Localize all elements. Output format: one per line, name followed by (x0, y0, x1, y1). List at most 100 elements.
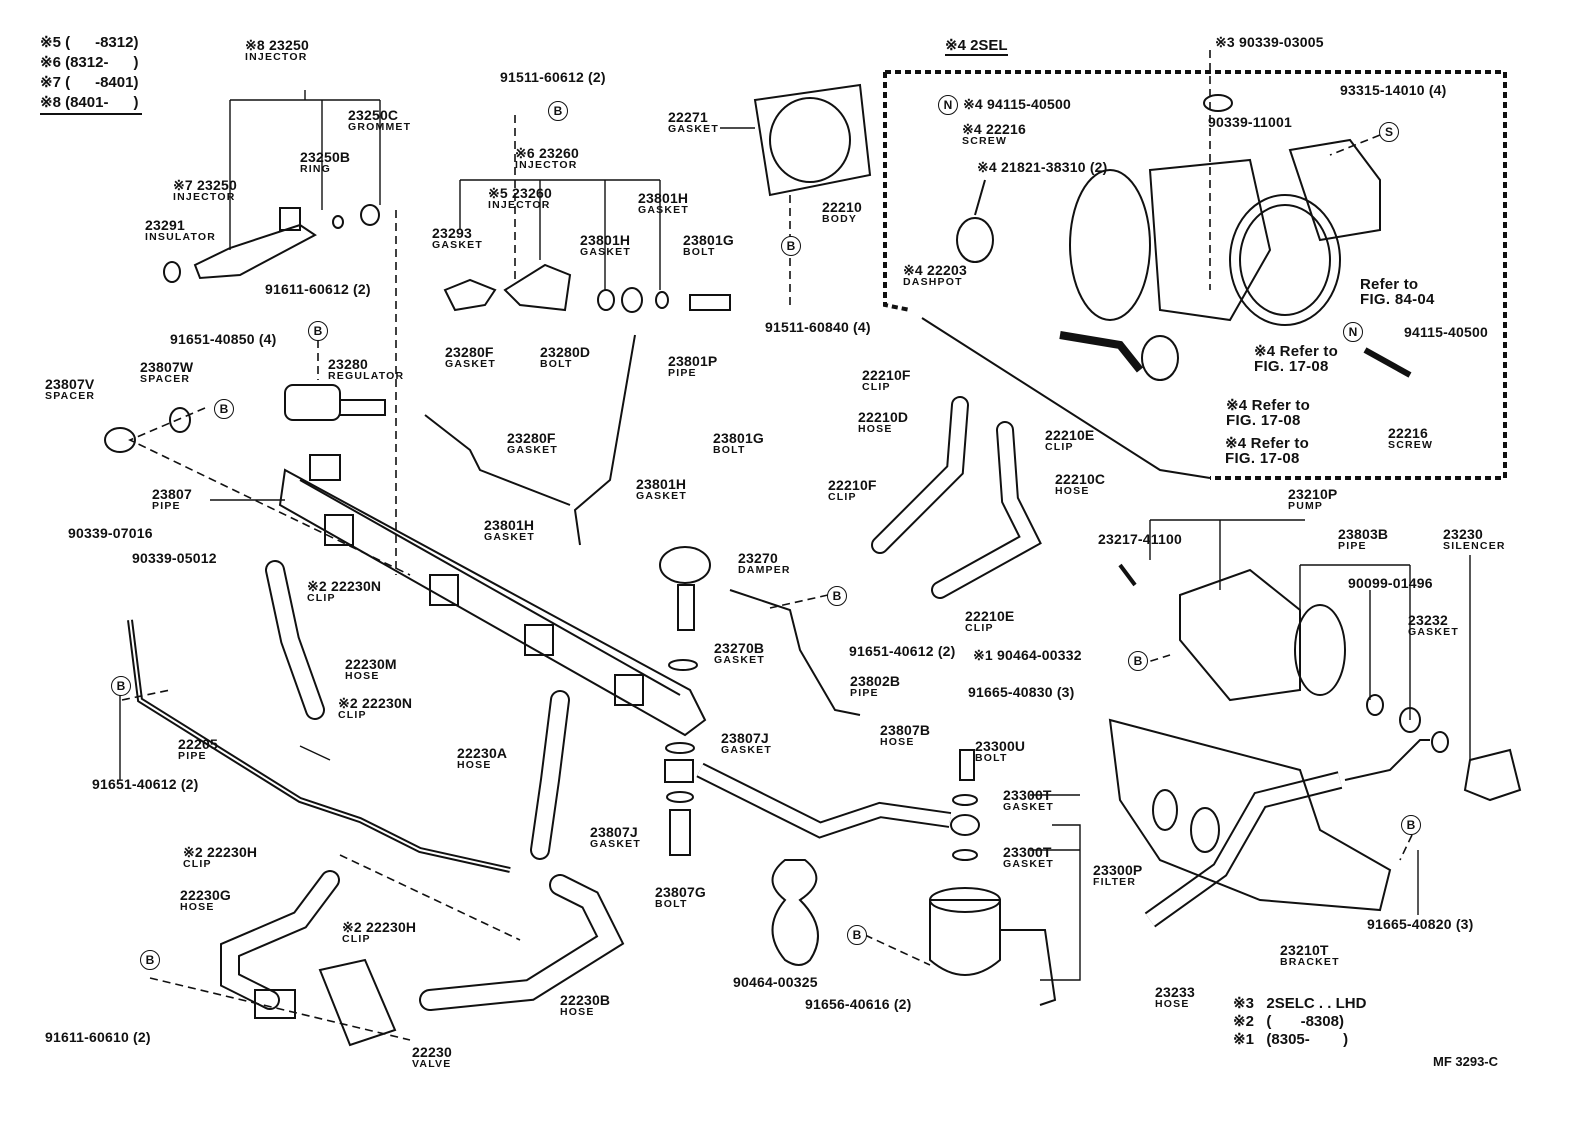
part-name: SCREW (1388, 439, 1434, 451)
legend-line: ※8 (8401- ) (40, 94, 139, 111)
bolt-marker-icon: B (308, 321, 328, 341)
part-callout: ※4 21821-38310 (2) (977, 160, 1108, 174)
part-name: SPACER (140, 373, 191, 385)
part-name: HOSE (560, 1006, 595, 1018)
part-name: INJECTOR (488, 199, 551, 211)
part-number: ※2 22230H (342, 919, 417, 935)
part-callout: 91511-60612 (2) (500, 70, 606, 84)
part-number: ※4 Refer to (1254, 343, 1338, 360)
part-name: DAMPER (738, 564, 791, 576)
part-number: ※8 23250 (245, 37, 309, 53)
part-callout: ※4 94115-40500 (963, 97, 1071, 111)
pressure-regulator (104, 384, 386, 453)
part-number: ※4 94115-40500 (963, 96, 1071, 112)
part-number: 22210F (828, 477, 877, 493)
part-callout: 23217-41100 (1098, 532, 1182, 546)
part-name: INJECTOR (245, 51, 308, 63)
part-name: GASKET (1003, 858, 1054, 870)
part-name: PUMP (1288, 500, 1324, 512)
gasket-22271 (753, 83, 872, 197)
part-name: PIPE (1338, 540, 1367, 552)
part-number: 22210E (1045, 427, 1095, 443)
part-number: 23801G (683, 232, 735, 248)
part-number: 91651-40612 (2) (92, 776, 199, 792)
part-name: FIG. 84-04 (1360, 291, 1435, 308)
part-number: 23801H (484, 517, 535, 533)
part-name: HOSE (1155, 998, 1190, 1010)
part-number: 23280F (445, 344, 494, 360)
screw-marker-icon: S (1379, 122, 1399, 142)
nut-marker-icon: N (1343, 322, 1363, 342)
part-name: CLIP (342, 933, 371, 945)
part-name: HOSE (457, 759, 492, 771)
part-callout: 90339-07016 (68, 526, 153, 540)
footnotes: ※3 2SELC . . LHD ※2 ( -8308) ※1 (8305- ) (1233, 995, 1366, 1049)
part-number: 23280F (507, 430, 556, 446)
part-callout: 91665-40820 (3) (1367, 917, 1474, 931)
part-number: 23803B (1338, 526, 1389, 542)
part-number: 23807G (655, 884, 707, 900)
part-name: PIPE (152, 500, 181, 512)
part-name: CLIP (338, 709, 367, 721)
leader-lines (119, 90, 1471, 981)
part-number: 23807J (590, 824, 638, 840)
footnote-line: ※2 ( -8308) (1233, 1013, 1344, 1030)
part-number: 23230 (1443, 526, 1483, 542)
bolt-marker-icon: B (1128, 651, 1148, 671)
part-name: CLIP (862, 381, 891, 393)
bolt-marker-icon: B (111, 676, 131, 696)
part-callout: 90464-00325 (733, 975, 818, 989)
part-name: VALVE (412, 1058, 452, 1070)
clip-90464-00325 (771, 859, 819, 966)
part-number: 23210P (1288, 486, 1338, 502)
pipe-23802b (729, 589, 861, 716)
pipe-23801p (573, 334, 636, 546)
part-name: GASKET (1003, 801, 1054, 813)
part-name: BOLT (540, 358, 573, 370)
leader-dashes (121, 50, 1413, 1041)
part-number: Refer to (1360, 276, 1419, 293)
bolt-marker-icon: B (548, 101, 568, 121)
part-number: 94115-40500 (1404, 324, 1488, 340)
part-callout: 91511-60840 (4) (765, 320, 871, 334)
part-name: GASKET (445, 358, 496, 370)
part-callout: 91651-40612 (2) (92, 777, 199, 791)
part-number: 90339-05012 (132, 550, 217, 566)
part-number: 23801H (636, 476, 687, 492)
part-number: 23232 (1408, 612, 1448, 628)
part-number: 22230A (457, 745, 508, 761)
part-name: PIPE (850, 687, 879, 699)
part-callout: 94115-40500 (1404, 325, 1488, 339)
part-callout: ※3 90339-03005 (1215, 35, 1324, 49)
part-name: BOLT (713, 444, 746, 456)
part-number: 23807V (45, 376, 95, 392)
footnote-line: ※1 (8305- ) (1233, 1031, 1349, 1048)
part-number: 23807B (880, 722, 931, 738)
part-number: 23801H (638, 190, 689, 206)
part-number: 23210T (1280, 942, 1329, 958)
part-name: CLIP (307, 592, 336, 604)
fuel-pump-23210p (1108, 563, 1522, 912)
part-number: 23217-41100 (1098, 531, 1182, 547)
part-name: FIG. 17-08 (1254, 358, 1329, 375)
part-number: 22230B (560, 992, 611, 1008)
part-number: 23270B (714, 640, 765, 656)
variant-heading: ※4 2SEL (945, 37, 1008, 56)
